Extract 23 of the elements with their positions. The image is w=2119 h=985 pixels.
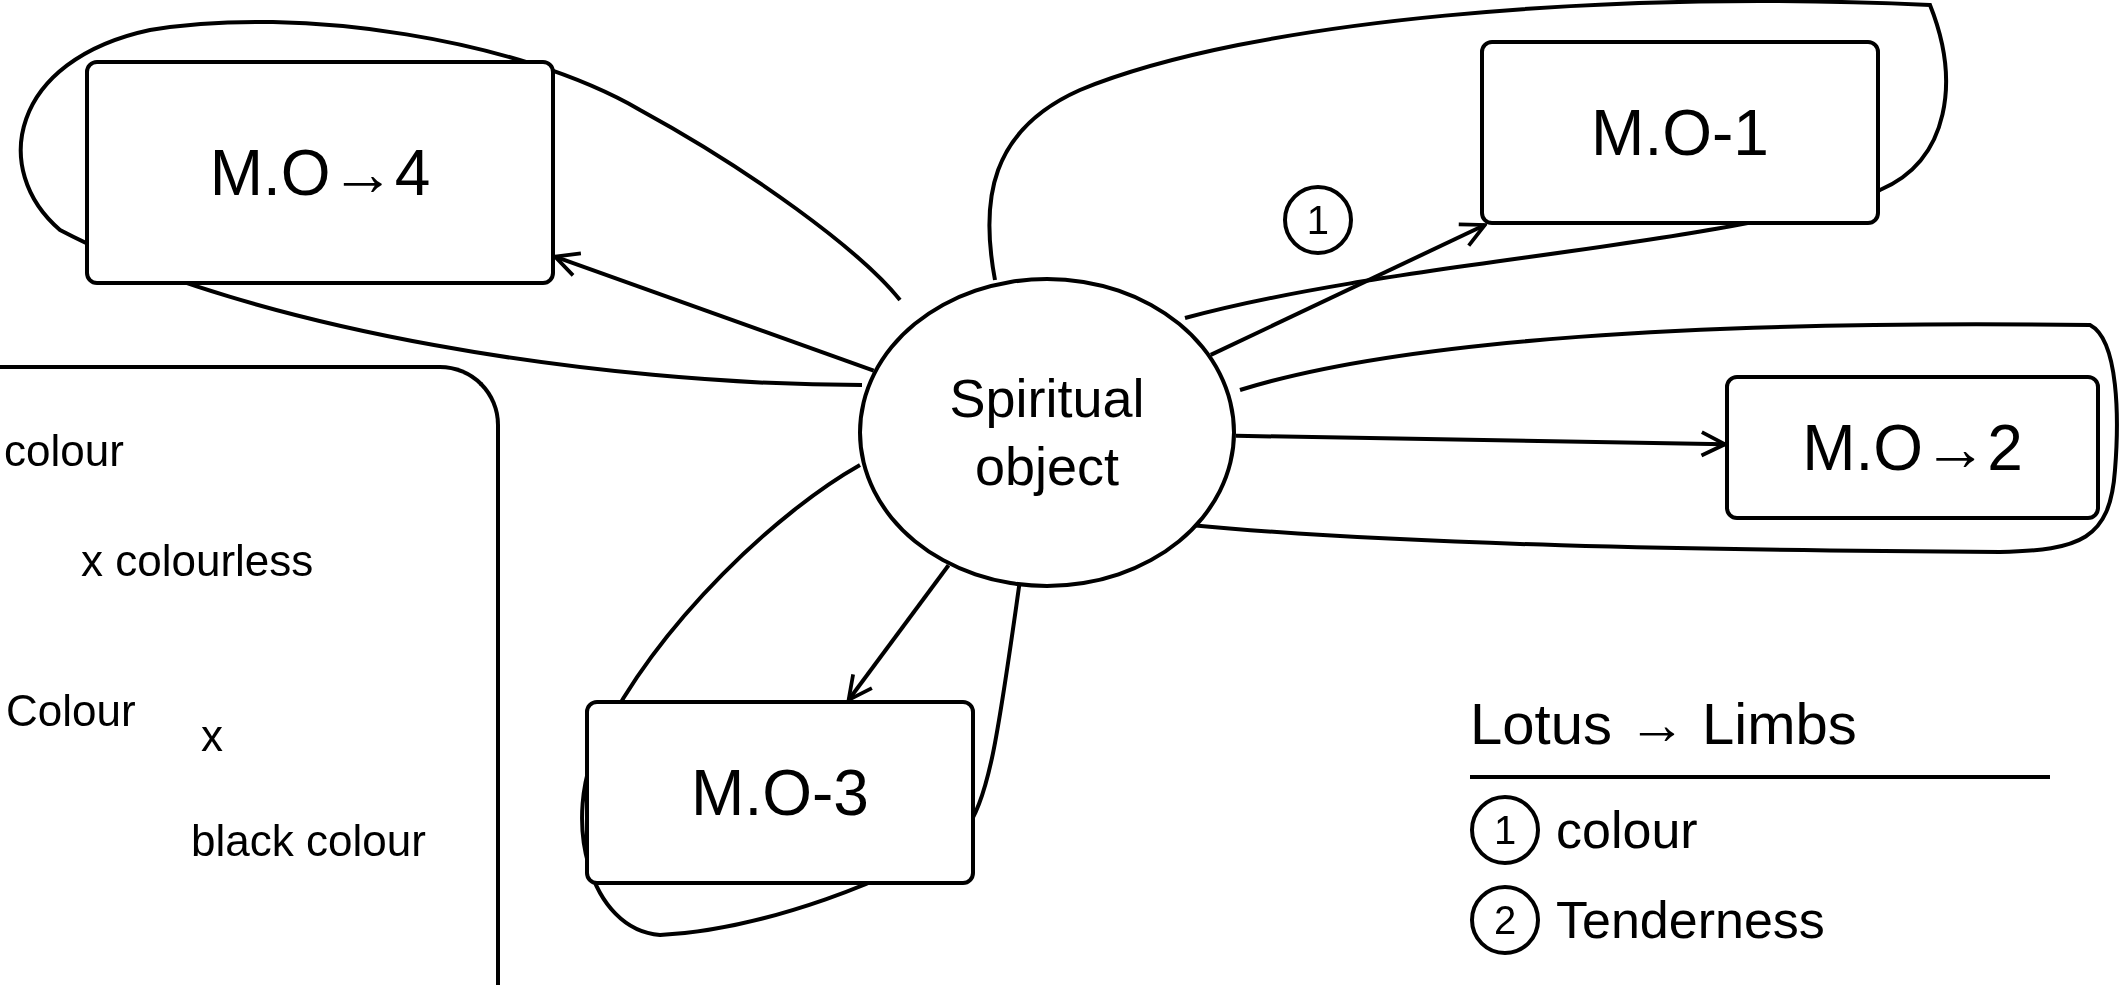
arrow (846, 564, 951, 702)
box-node (585, 700, 975, 885)
arrow (1235, 430, 1727, 458)
box-node (1725, 375, 2100, 520)
note-text: x colourless (81, 539, 314, 583)
edge-label: 1 (1282, 184, 1353, 255)
legend-heading: Lotus → Limbs (1470, 680, 2050, 779)
box-node (85, 60, 555, 285)
list-text: Tenderness (1556, 890, 1825, 951)
note-panel (0, 365, 500, 985)
node-label: M.O-3 (691, 755, 869, 831)
note-text: x (201, 714, 223, 758)
node-label: Spiritual object (948, 367, 1146, 498)
node-label: M.O-1 (1591, 95, 1769, 171)
list-text: colour (1556, 800, 1698, 861)
note-text: colour (4, 429, 124, 473)
note-text: black colour (191, 819, 426, 863)
note-text: Colour (6, 689, 136, 733)
callout-number: 2 (1470, 885, 1540, 955)
box-node (1480, 40, 1880, 225)
node-label: M.O→4 (209, 135, 431, 211)
node-label: M.O→2 (1802, 410, 2023, 486)
callout-number: 1 (1470, 795, 1540, 865)
